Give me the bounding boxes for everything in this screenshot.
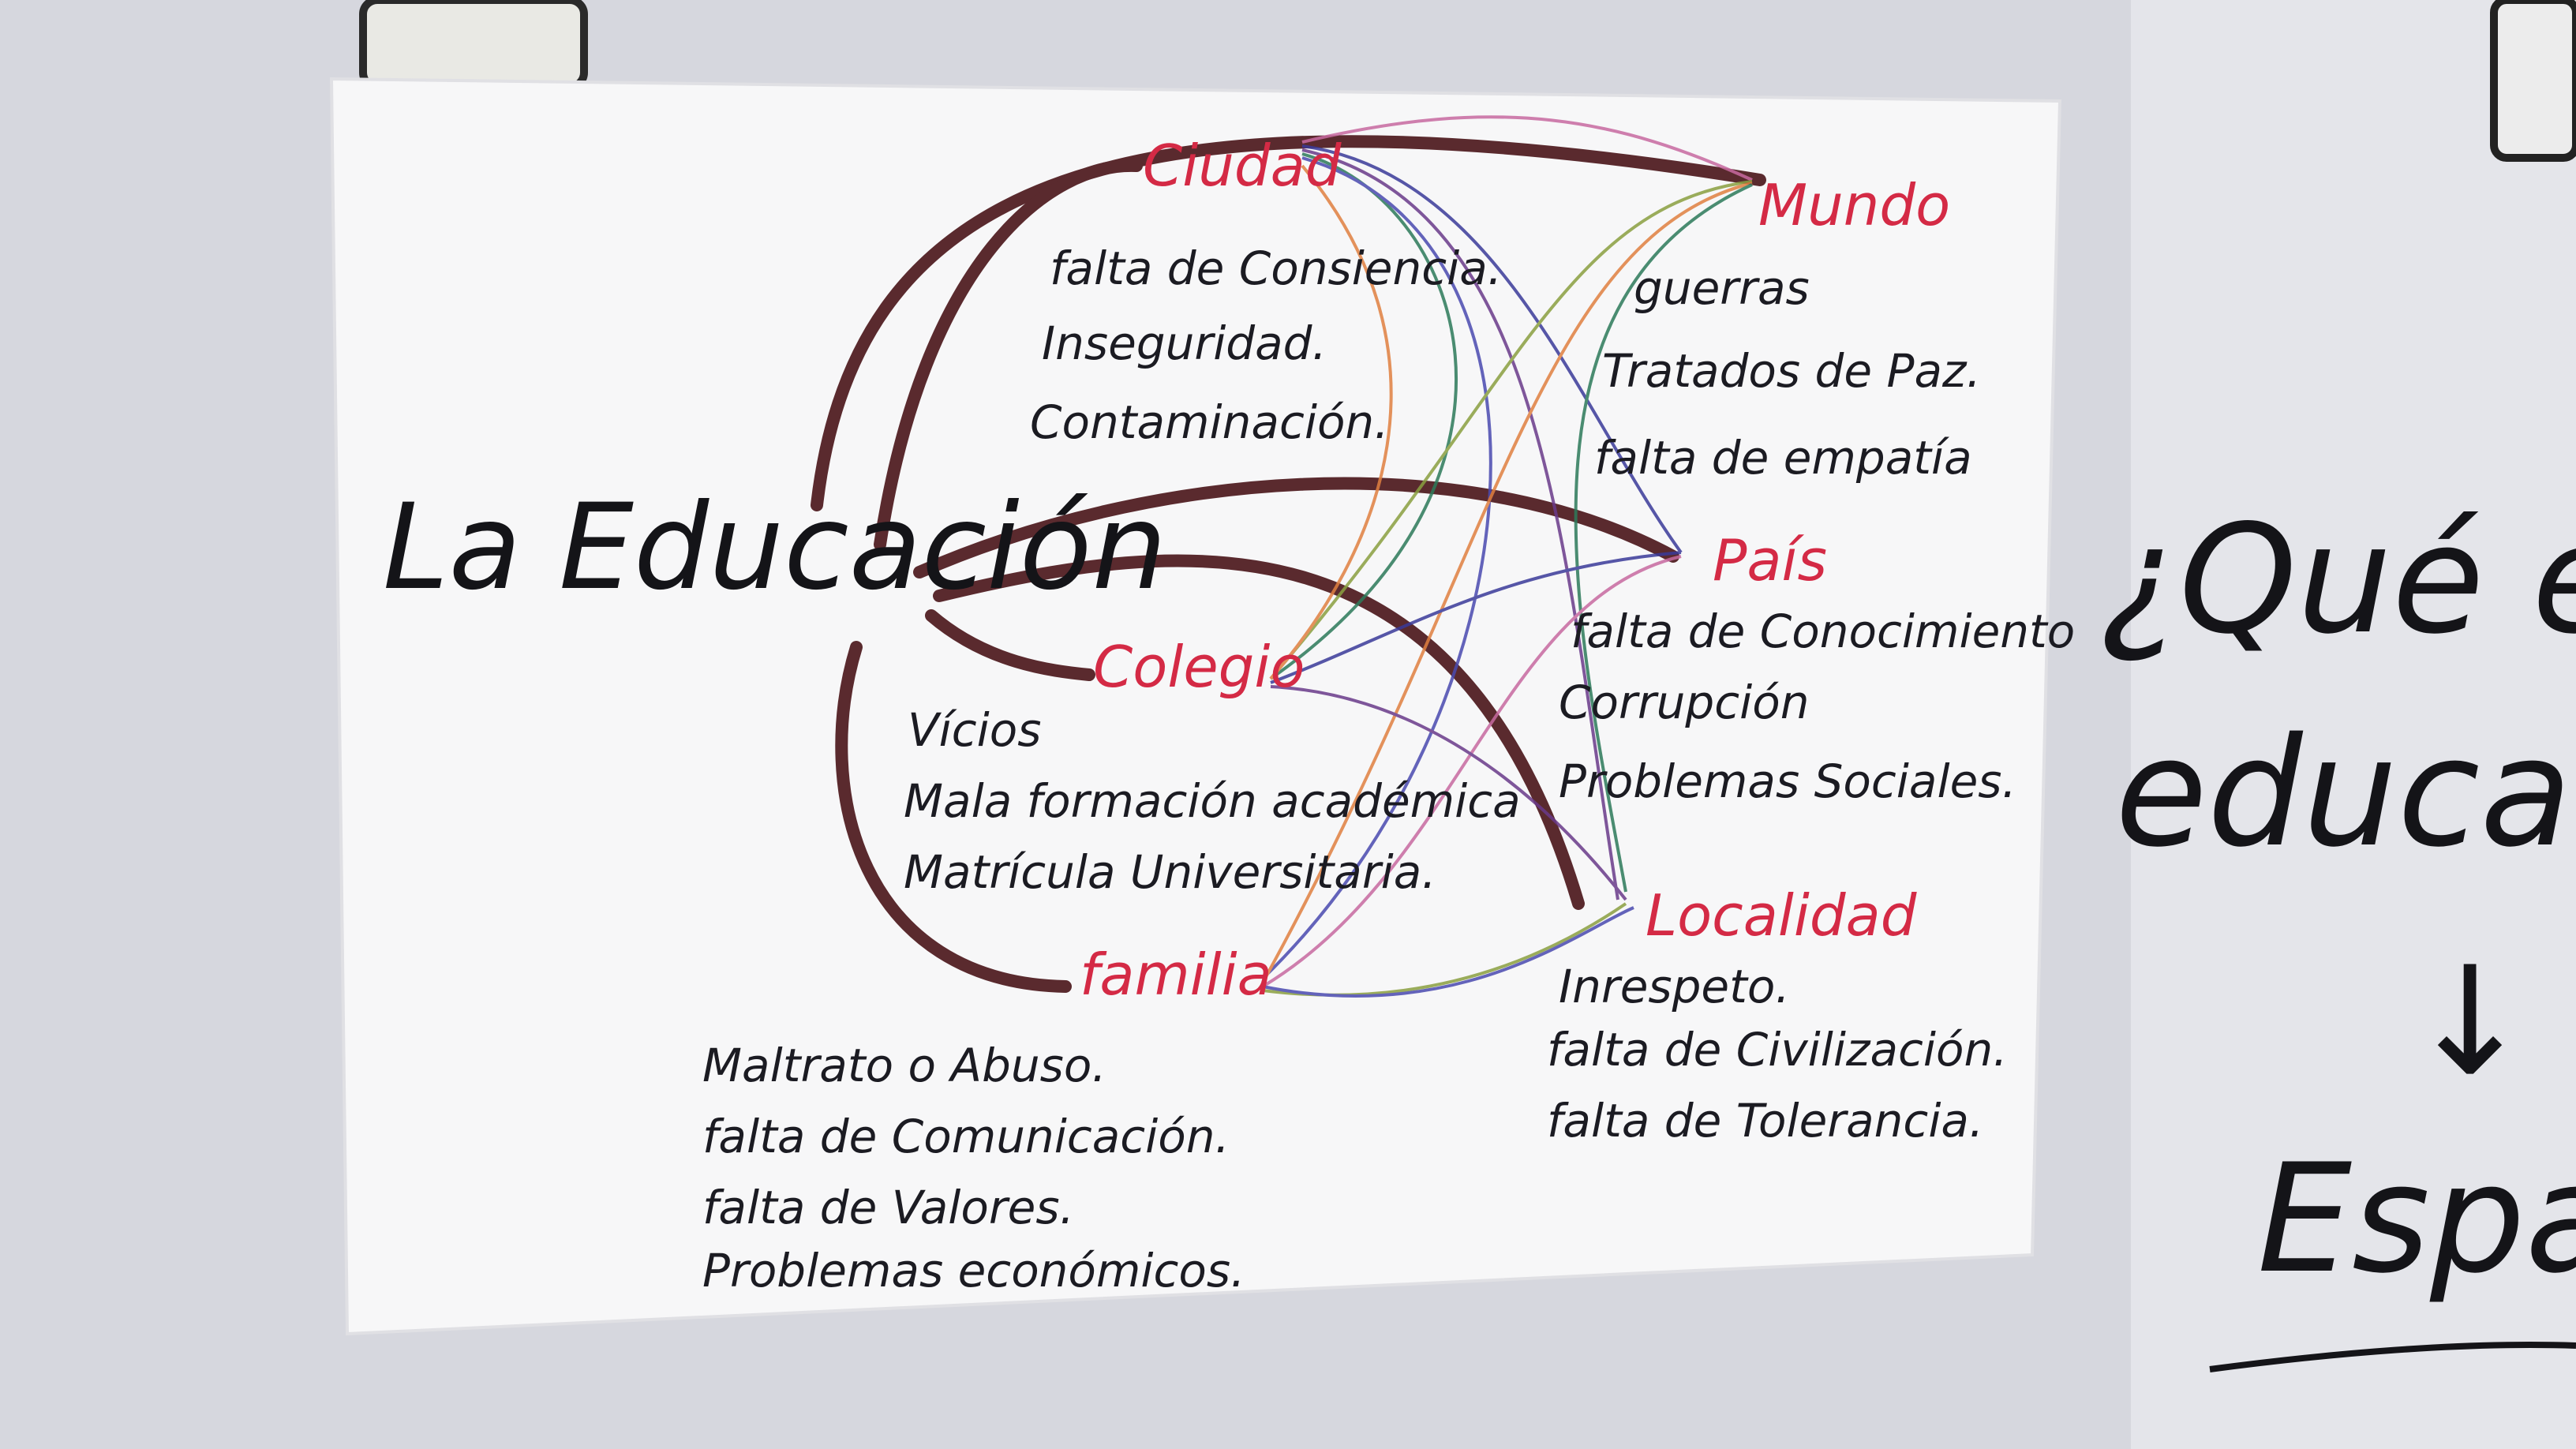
whiteboard-text-line-1: ¿Qué e <box>2099 492 2576 667</box>
localidad-item-1: Inrespeto. <box>1559 960 1790 1013</box>
pais-item-2: Corrupción <box>1559 676 1810 729</box>
main-connectors <box>811 135 1766 993</box>
topic-localidad: Localidad <box>1646 882 1918 949</box>
mundo-item-3: falta de empatía <box>1594 431 1972 485</box>
connector-to-colegio <box>925 609 1095 681</box>
colegio-item-1: Vícios <box>908 703 1042 757</box>
mind-map-title: La Educación <box>383 479 1167 616</box>
localidad-item-3: falta de Tolerancia. <box>1547 1094 1983 1148</box>
whiteboard-right-area <box>2131 0 2576 1449</box>
topic-ciudad: Ciudad <box>1143 133 1342 199</box>
colegio-item-3: Matrícula Universitaria. <box>904 845 1436 899</box>
familia-item-1: Maltrato o Abuso. <box>702 1039 1106 1092</box>
connector-to-ciudad <box>874 159 1143 551</box>
paper-sheet <box>329 77 2062 1336</box>
mundo-item-1: guerras <box>1634 261 1810 315</box>
down-arrow-icon: ↓ <box>2407 934 2533 1109</box>
connector-to-pais <box>913 477 1679 578</box>
whiteboard-underline <box>2209 1342 2576 1372</box>
magnet-clip-right <box>2490 0 2576 162</box>
connector-to-familia <box>835 641 1072 993</box>
familia-item-3: falta de Valores. <box>702 1181 1074 1234</box>
familia-item-4: Problemas económicos. <box>702 1244 1245 1297</box>
pais-item-1: falta de Conocimiento <box>1571 605 2075 658</box>
whiteboard-text-line-2: educac <box>2115 706 2576 880</box>
ciudad-item-1: falta de Consiencia. <box>1050 242 1502 295</box>
colegio-item-2: Mala formación académica <box>904 774 1521 828</box>
familia-item-2: falta de Comunicación. <box>702 1110 1230 1163</box>
whiteboard-text-line-3: Espa <box>2257 1132 2576 1306</box>
mundo-item-2: Tratados de Paz. <box>1602 344 1981 398</box>
topic-pais: País <box>1713 527 1827 593</box>
pais-item-3: Problemas Sociales. <box>1559 754 2016 808</box>
connector-to-localidad <box>933 554 1585 910</box>
ciudad-item-2: Inseguridad. <box>1042 316 1327 370</box>
ciudad-item-3: Contaminación. <box>1030 395 1389 449</box>
topic-colegio: Colegio <box>1093 634 1305 700</box>
cross-connections <box>1261 115 1753 998</box>
localidad-item-2: falta de Civilización. <box>1547 1023 2008 1076</box>
topic-mundo: Mundo <box>1758 172 1950 238</box>
magnet-clip-left <box>359 0 588 91</box>
topic-familia: familia <box>1080 942 1272 1008</box>
